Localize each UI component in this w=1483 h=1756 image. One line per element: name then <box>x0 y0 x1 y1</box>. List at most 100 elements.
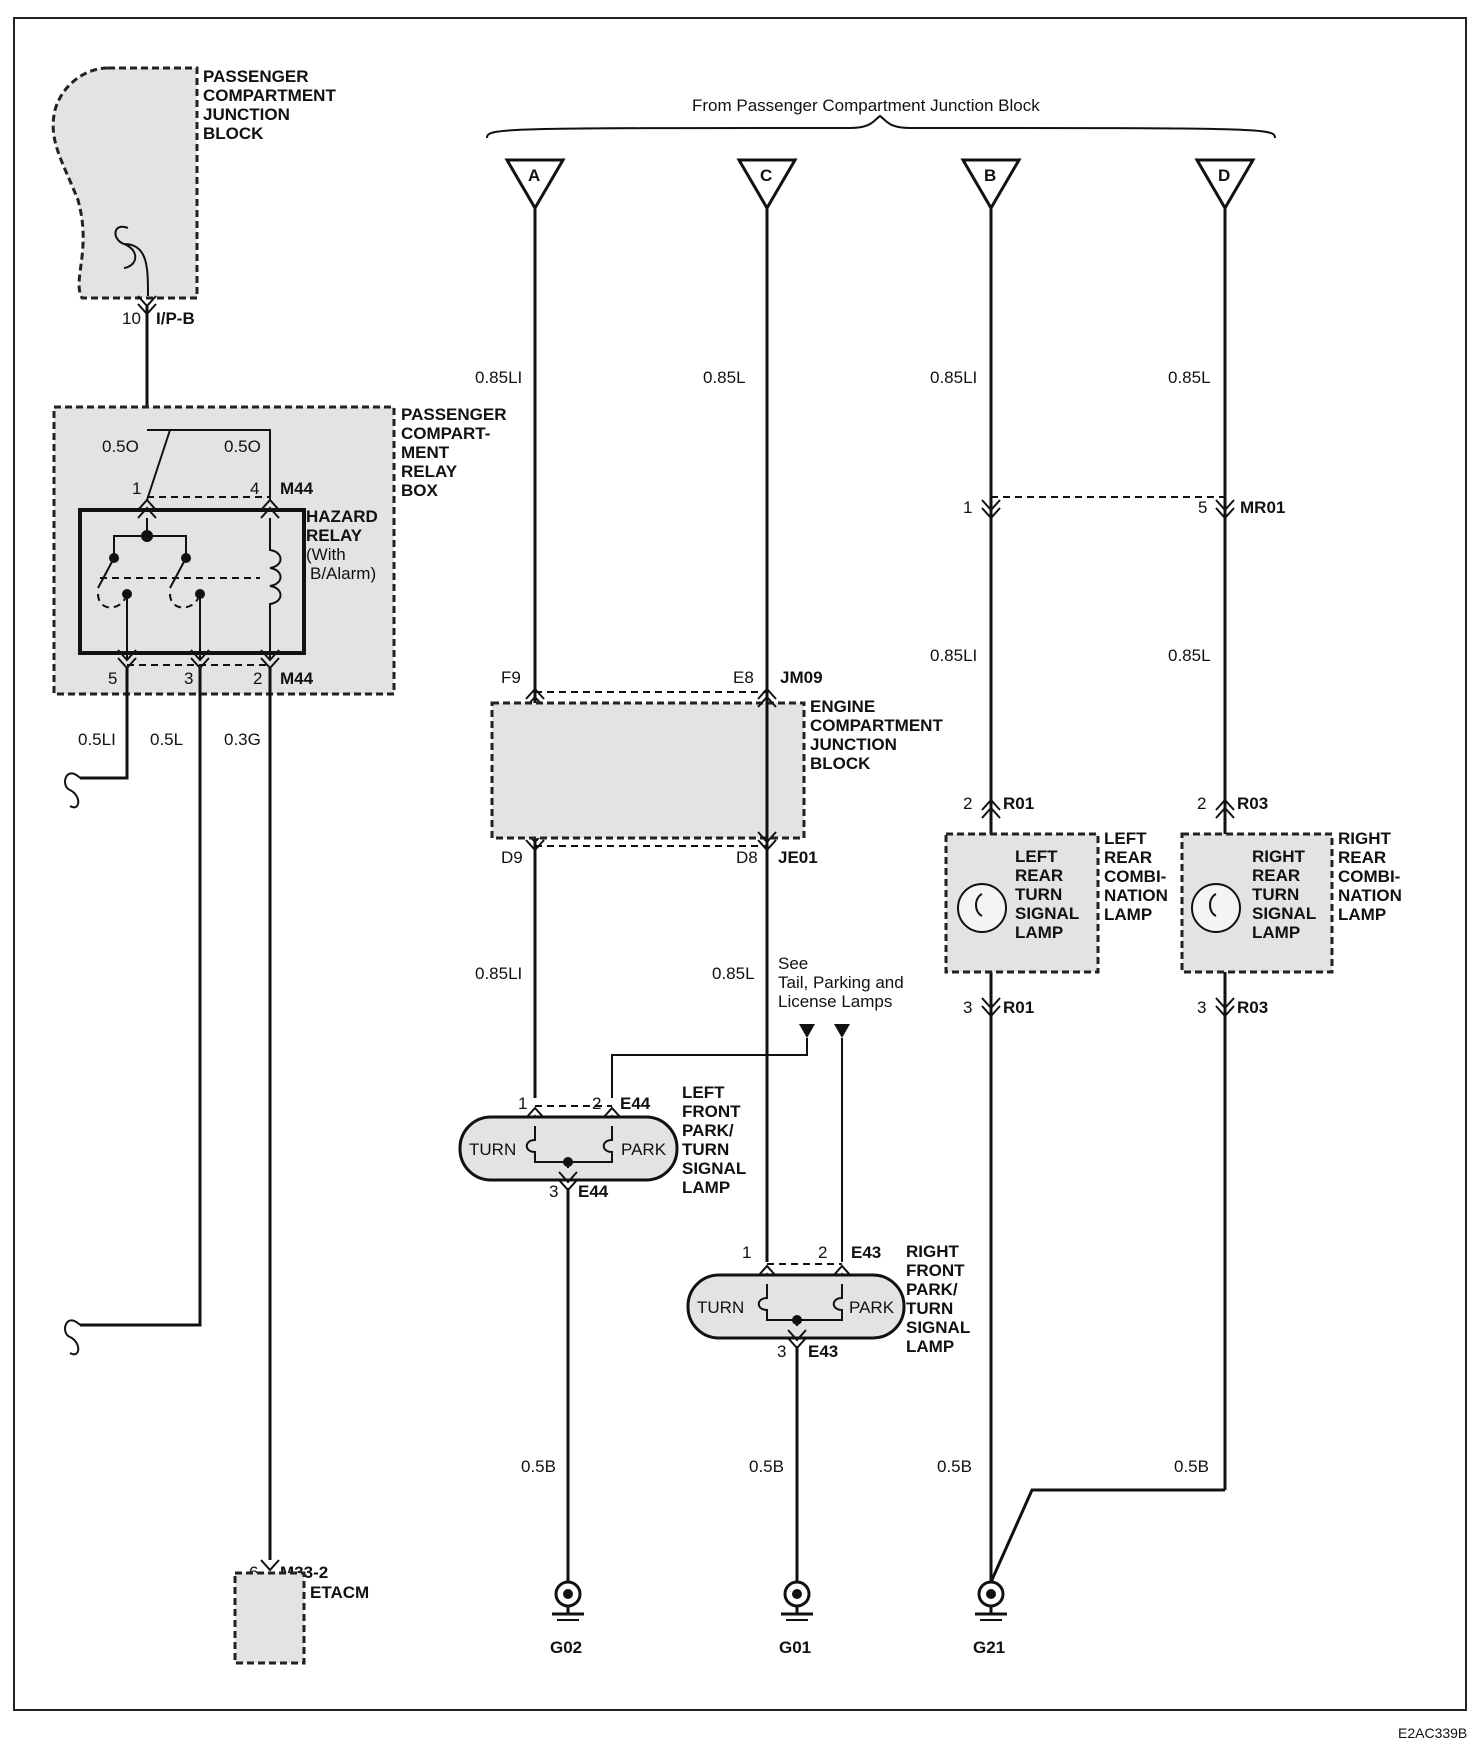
rrc-outer-5: LAMP <box>1338 905 1386 924</box>
terminal-b-label: B <box>984 166 996 185</box>
lrc-inner-5: LAMP <box>1015 923 1063 942</box>
pin-f9: F9 <box>501 668 521 687</box>
lrc-outer-4: NATION <box>1104 886 1168 905</box>
rfp-label-3: PARK/ <box>906 1280 958 1299</box>
connector-je01: JE01 <box>778 848 818 867</box>
lfp-label-2: FRONT <box>682 1102 741 1121</box>
rfp-label-5: SIGNAL <box>906 1318 970 1337</box>
pin-e44-3: 3 <box>549 1182 558 1201</box>
ground-g01-label: G01 <box>779 1638 811 1657</box>
lfp-label-6: LAMP <box>682 1178 730 1197</box>
wire-d-085l-mid: 0.85L <box>1168 646 1211 665</box>
connector-r01-bottom: R01 <box>1003 998 1034 1017</box>
terminal-b <box>960 158 1022 211</box>
ecjb-label-2: COMPARTMENT <box>810 716 943 735</box>
lrc-inner-4: SIGNAL <box>1015 904 1079 923</box>
engine-junction-block <box>490 701 806 840</box>
lfp-label-4: TURN <box>682 1140 729 1159</box>
connector-r03-bottom: R03 <box>1237 998 1268 1017</box>
connector-e43-top: E43 <box>851 1243 881 1262</box>
pcjb-label-2: COMPARTMENT <box>203 86 336 105</box>
rf-turn-label: TURN <box>697 1298 744 1317</box>
lrc-outer-1: LEFT <box>1104 829 1147 848</box>
pin-m44-4: 4 <box>250 479 259 498</box>
rrc-inner-4: SIGNAL <box>1252 904 1316 923</box>
hazard-sub-2: B/Alarm) <box>310 564 376 583</box>
wire-c-085l-lower: 0.85L <box>712 964 755 983</box>
connector-jm09: JM09 <box>780 668 823 687</box>
rrc-inner-1: RIGHT <box>1252 847 1306 866</box>
connector-e43-bottom: E43 <box>808 1342 838 1361</box>
terminal-a <box>504 158 566 211</box>
pin-e43-3: 3 <box>777 1342 786 1361</box>
lf-park-label: PARK <box>621 1140 667 1159</box>
rfp-label-6: LAMP <box>906 1337 954 1356</box>
wire-05o-right: 0.5O <box>224 437 261 456</box>
ground-g21-icon <box>975 1580 1007 1621</box>
connector-r01-top: R01 <box>1003 794 1034 813</box>
pcrb-label-2: COMPART- <box>401 424 490 443</box>
rrc-outer-3: COMBI- <box>1338 867 1400 886</box>
right-rear-bulb-icon <box>1191 883 1241 933</box>
pin-m44-1: 1 <box>132 479 141 498</box>
wire-g01-05b: 0.5B <box>749 1457 784 1476</box>
connector-e44-bottom: E44 <box>578 1182 609 1201</box>
connector-ipb: I/P-B <box>156 309 195 328</box>
terminal-d-label: D <box>1218 166 1230 185</box>
wire-05o-left: 0.5O <box>102 437 139 456</box>
rrc-outer-4: NATION <box>1338 886 1402 905</box>
lrc-inner-1: LEFT <box>1015 847 1058 866</box>
etacm-module <box>233 1571 306 1665</box>
connector-r03-top: R03 <box>1237 794 1268 813</box>
ecjb-label-4: BLOCK <box>810 754 871 773</box>
pcjb-label-4: BLOCK <box>203 124 264 143</box>
wire-d-085l: 0.85L <box>1168 368 1211 387</box>
pin-r01-3: 3 <box>963 998 972 1017</box>
terminal-d <box>1194 158 1256 211</box>
tail-lamp-arrow-2 <box>834 1024 850 1038</box>
pcrb-label-5: BOX <box>401 481 439 500</box>
ground-g02-label: G02 <box>550 1638 582 1657</box>
wire-g02-05b: 0.5B <box>521 1457 556 1476</box>
pin-e43-2: 2 <box>818 1243 827 1262</box>
pin-m44-3: 3 <box>184 669 193 688</box>
wire-c-085l: 0.85L <box>703 368 746 387</box>
pin-d9: D9 <box>501 848 523 867</box>
pin-d8: D8 <box>736 848 758 867</box>
hazard-label-1: HAZARD <box>306 507 378 526</box>
pcrb-label-4: RELAY <box>401 462 458 481</box>
connector-e44-top: E44 <box>620 1094 651 1113</box>
terminal-c <box>736 158 798 211</box>
lfp-label-5: SIGNAL <box>682 1159 746 1178</box>
rf-turn-bulb-icon <box>757 1284 798 1326</box>
pin-e44-2: 2 <box>592 1094 601 1113</box>
ground-g02-icon <box>552 1580 584 1621</box>
ground-g21-label: G21 <box>973 1638 1005 1657</box>
ground-g01-icon <box>781 1580 813 1621</box>
connector-mr01: MR01 <box>1240 498 1285 517</box>
hazard-label-2: RELAY <box>306 526 363 545</box>
terminal-a-label: A <box>528 166 540 185</box>
pin-e8: E8 <box>733 668 754 687</box>
wire-05l-left: 0.5L <box>150 730 183 749</box>
pin-m33-6: 6 <box>249 1563 258 1582</box>
figure-id: E2AC339B <box>1398 1725 1467 1741</box>
rfp-label-2: FRONT <box>906 1261 965 1280</box>
passenger-relay-box <box>52 405 396 696</box>
lfp-label-1: LEFT <box>682 1083 725 1102</box>
wire-05li-left: 0.5LI <box>78 730 116 749</box>
diagram-frame <box>13 17 1467 1711</box>
pin-r03-3: 3 <box>1197 998 1206 1017</box>
see-note-2: Tail, Parking and <box>778 973 904 992</box>
pcrb-label-3: MENT <box>401 443 450 462</box>
